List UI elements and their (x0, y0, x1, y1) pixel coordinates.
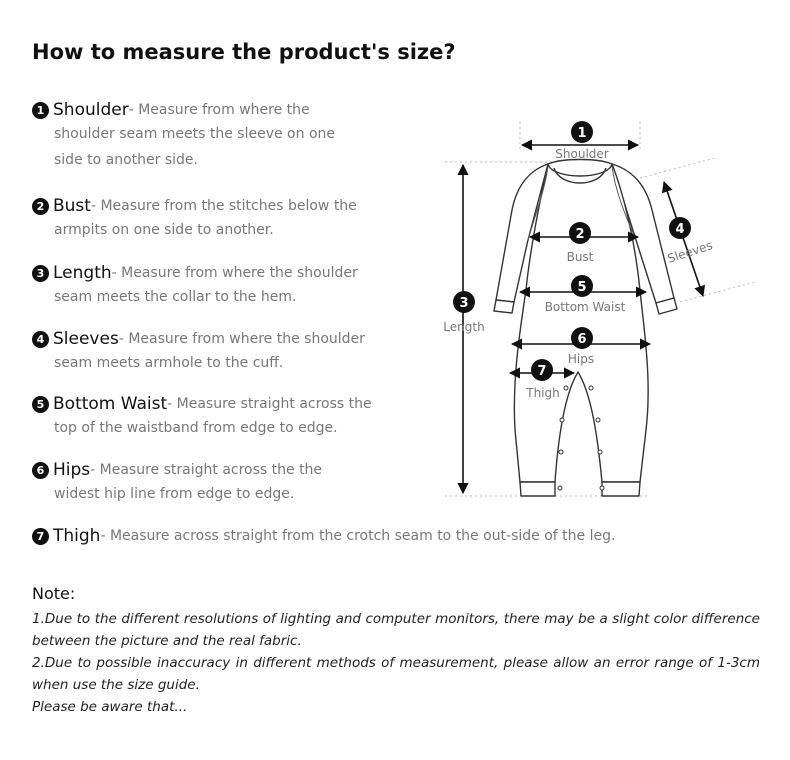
number-badge: 5 (32, 395, 49, 413)
item-description: - Measure from where the (128, 102, 310, 118)
badge-length: 3 (459, 296, 468, 311)
measure-item-hips: 6 Hips - Measure straight across the the… (32, 460, 412, 509)
badge-thigh: 7 (537, 364, 546, 379)
item-label: Hips (53, 460, 91, 480)
item-label: Thigh (53, 526, 101, 546)
item-label: Sleeves (53, 329, 119, 349)
label-thigh: Thigh (525, 386, 560, 400)
number-badge: 4 (32, 330, 49, 348)
diagram-badges (453, 121, 691, 381)
item-description-line: seam meets the collar to the hem. (54, 289, 297, 305)
label-bust: Bust (567, 250, 594, 264)
item-description: - Measure across straight from the crotc… (100, 528, 616, 544)
number-badge: 3 (32, 264, 49, 282)
item-description-line: widest hip line from edge to edge. (54, 486, 295, 502)
item-label: Bust (53, 196, 91, 216)
label-hips: Hips (568, 352, 594, 366)
measure-item-sleeves: 4 Sleeves - Measure from where the shoul… (32, 329, 412, 378)
romper-outline (493, 158, 678, 497)
item-description-line: seam meets armhole to the cuff. (54, 355, 284, 371)
measure-item-bust: 2 Bust - Measure from the stitches below… (32, 196, 412, 245)
item-label: Bottom Waist (53, 394, 168, 414)
label-sleeves: Sleeves (666, 238, 715, 266)
note-line-2: 2.Due to possible inaccuracy in differen… (32, 655, 760, 693)
label-length: Length (443, 320, 484, 334)
badge-bottom-waist: 5 (577, 280, 586, 295)
number-badge: 6 (32, 461, 49, 479)
note-line-3: Please be aware that... (32, 699, 188, 715)
item-label: Shoulder (53, 100, 129, 120)
item-description-line: side to another side. (54, 152, 198, 168)
measure-item-thigh: 7 Thigh - Measure across straight from t… (32, 526, 772, 546)
item-description-line: top of the waistband from edge to edge. (54, 420, 338, 436)
item-description: - Measure from where the shoulder (111, 265, 358, 281)
measure-item-bottom-waist: 5 Bottom Waist - Measure straight across… (32, 394, 412, 443)
item-description: - Measure straight across the the (90, 462, 323, 478)
number-badge: 1 (32, 101, 49, 119)
snap-buttons (557, 385, 605, 491)
label-shoulder: Shoulder (555, 147, 609, 161)
badge-bust: 2 (575, 227, 584, 242)
note-title: Note: (32, 584, 76, 603)
item-label: Length (53, 263, 112, 283)
item-description: - Measure from the stitches below the (90, 198, 357, 214)
badge-shoulder: 1 (577, 126, 586, 141)
number-badge: 2 (32, 197, 49, 215)
page-title: How to measure the product's size? (32, 40, 456, 64)
label-bottom-waist: Bottom Waist (545, 300, 626, 314)
badge-hips: 6 (577, 332, 586, 347)
item-description: - Measure from where the shoulder (118, 331, 365, 347)
item-description-line: armpits on one side to another. (54, 222, 274, 238)
measure-item-shoulder: 1 Shoulder - Measure from where the shou… (32, 100, 412, 175)
item-description-line: shoulder seam meets the sleeve on one (54, 126, 335, 142)
badge-sleeves: 4 (675, 222, 684, 237)
item-description: - Measure straight across the (167, 396, 372, 412)
number-badge: 7 (32, 527, 49, 545)
note-line-1: 1.Due to the different resolutions of li… (32, 611, 760, 649)
measure-item-length: 3 Length - Measure from where the should… (32, 263, 412, 312)
